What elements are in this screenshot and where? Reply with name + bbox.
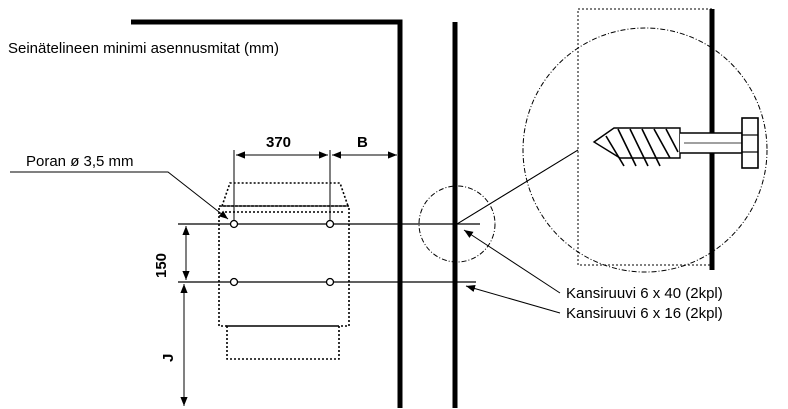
drill-hole-top-right — [325, 219, 335, 229]
bracket-outline-base — [226, 325, 340, 360]
dimension-width-label: 370 — [266, 134, 292, 151]
drill-leader-line — [10, 171, 229, 220]
drill-hole-top-left — [229, 219, 239, 229]
drill-label: Poran ø 3,5 mm — [26, 153, 134, 170]
screw-40-leader — [463, 229, 561, 294]
bracket-outline-body — [218, 205, 350, 327]
detail-circle-large — [522, 27, 768, 273]
diagram-title: Seinätelineen minimi asennusmitat (mm) — [8, 40, 279, 57]
dimension-floor-label: J — [160, 353, 177, 362]
screw-16-label: Kansiruuvi 6 x 16 (2kpl) — [566, 305, 723, 322]
dimension-b-label: B — [357, 134, 368, 151]
drill-hole-bottom-left — [229, 277, 239, 287]
detail-leader-bottom — [456, 149, 579, 225]
drill-hole-bottom-right — [325, 277, 335, 287]
dimension-height-label: 150 — [153, 252, 170, 278]
bracket-outline-top — [220, 182, 350, 207]
detail-circle-small — [418, 185, 496, 263]
screw-16-leader — [465, 285, 561, 314]
ceiling-wall-corner — [131, 19, 403, 408]
screw-icon — [592, 117, 759, 169]
screw-40-label: Kansiruuvi 6 x 40 (2kpl) — [566, 285, 723, 302]
